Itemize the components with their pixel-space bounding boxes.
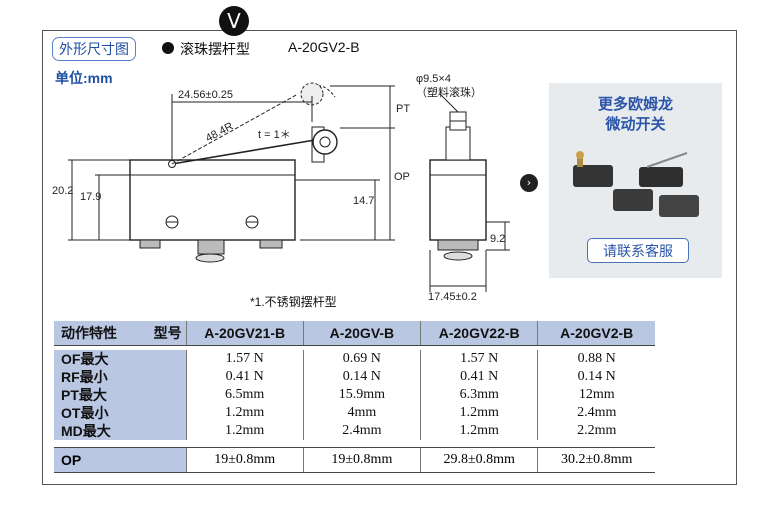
switch-product-image — [573, 151, 699, 217]
dim-width2-label: 17.45±0.2 — [428, 291, 477, 303]
row-label: PT最大 — [61, 387, 107, 403]
value-column: 1.57 N 0.41 N 6.3mm 1.2mm 1.2mm — [419, 350, 538, 440]
dim-op-label: OP — [394, 171, 410, 183]
value-cell: 2.4mm — [342, 423, 382, 438]
row-label: MD最大 — [61, 423, 111, 439]
header-characteristics: 动作特性 — [61, 325, 117, 341]
roller-material-label: （塑料滚珠） — [416, 85, 482, 99]
section-title: 外形尺寸图 — [52, 37, 136, 61]
table-row: OF最大 RF最小 PT最大 OT最小 MD最大 1.57 N 0.41 N 6… — [54, 350, 655, 440]
row-label: RF最小 — [61, 369, 108, 385]
value-cell: 1.2mm — [225, 405, 265, 420]
value-cell: 0.14 N — [577, 369, 616, 384]
op-label: OP — [54, 447, 187, 473]
op-value-cell: 19±0.8mm — [185, 447, 304, 473]
promo-title-line2: 微动开关 — [605, 116, 666, 133]
contact-service-button[interactable]: 请联系客服 — [587, 238, 689, 263]
row-labels: OF最大 RF最小 PT最大 OT最小 MD最大 — [54, 350, 187, 440]
unit-label: 单位:mm — [55, 70, 113, 86]
value-cell: 2.4mm — [577, 405, 617, 420]
op-value-cell: 29.8±0.8mm — [419, 447, 538, 473]
row-label: OT最小 — [61, 405, 109, 421]
dim-height2-label: 17.9 — [80, 191, 101, 203]
header-label-cell: 动作特性 型号 — [54, 321, 187, 346]
value-cell: 0.14 N — [342, 369, 381, 384]
value-column: 1.57 N 0.41 N 6.5mm 1.2mm 1.2mm — [185, 350, 304, 440]
value-cell: 0.41 N — [225, 369, 264, 384]
promo-title: 更多欧姆龙 微动开关 — [549, 95, 722, 135]
column-header: A-20GV2-B — [537, 321, 655, 346]
roller-diameter-label: φ9.5×4 — [416, 73, 451, 85]
dim-side-label: 9.2 — [490, 233, 505, 245]
switch-type-label: 滚珠摆杆型 — [180, 41, 250, 57]
value-cell: 1.2mm — [459, 405, 499, 420]
value-cell: 1.57 N — [225, 351, 264, 366]
dim-pt-label: PT — [396, 103, 410, 115]
dim-height3-label: 14.7 — [353, 195, 374, 207]
value-column: 0.88 N 0.14 N 12mm 2.4mm 2.2mm — [537, 350, 655, 440]
value-column: 0.69 N 0.14 N 15.9mm 4mm 2.4mm — [302, 350, 421, 440]
op-value-cell: 19±0.8mm — [302, 447, 421, 473]
value-cell: 6.5mm — [225, 387, 265, 402]
footnote: *1.不锈钢摆杆型 — [250, 295, 337, 309]
value-cell: 0.88 N — [577, 351, 616, 366]
value-cell: 1.2mm — [459, 423, 499, 438]
value-cell: 0.41 N — [460, 369, 499, 384]
bullet-icon — [162, 42, 174, 54]
dim-thickness-label: t = 1＊ — [258, 129, 291, 141]
chevron-right-icon[interactable]: › — [520, 174, 538, 192]
v-badge: V — [219, 6, 249, 36]
row-label: OF最大 — [61, 351, 109, 367]
dimension-drawing: 24.56±0.25 48.4R t = 1＊ PT OP 20.2 17.9 … — [52, 73, 510, 303]
value-cell: 1.57 N — [460, 351, 499, 366]
value-cell: 6.3mm — [459, 387, 499, 402]
header-model: 型号 — [153, 325, 182, 341]
switch-model-label: A-20GV2-B — [288, 39, 360, 55]
op-value-cell: 30.2±0.8mm — [537, 447, 655, 473]
value-cell: 0.69 N — [342, 351, 381, 366]
value-cell: 4mm — [347, 405, 377, 420]
promo-panel[interactable]: 更多欧姆龙 微动开关 请联系客服 — [549, 83, 722, 278]
column-header: A-20GV21-B — [185, 321, 304, 346]
content-frame — [42, 30, 737, 485]
table-row-op: OP 19±0.8mm 19±0.8mm 29.8±0.8mm 30.2±0.8… — [54, 447, 655, 473]
value-cell: 15.9mm — [338, 387, 385, 402]
spec-table: 动作特性 型号 A-20GV21-B A-20GV-B A-20GV22-B A… — [54, 321, 655, 473]
dim-height1-label: 20.2 — [52, 185, 73, 197]
column-header: A-20GV22-B — [419, 321, 538, 346]
value-cell: 2.2mm — [577, 423, 617, 438]
column-header: A-20GV-B — [302, 321, 421, 346]
dim-width-label: 24.56±0.25 — [178, 89, 233, 101]
promo-title-line1: 更多欧姆龙 — [597, 96, 673, 113]
value-cell: 1.2mm — [225, 423, 265, 438]
value-cell: 12mm — [578, 387, 615, 402]
table-header-row: 动作特性 型号 A-20GV21-B A-20GV-B A-20GV22-B A… — [54, 321, 655, 346]
dim-radius-label: 48.4R — [204, 120, 236, 144]
